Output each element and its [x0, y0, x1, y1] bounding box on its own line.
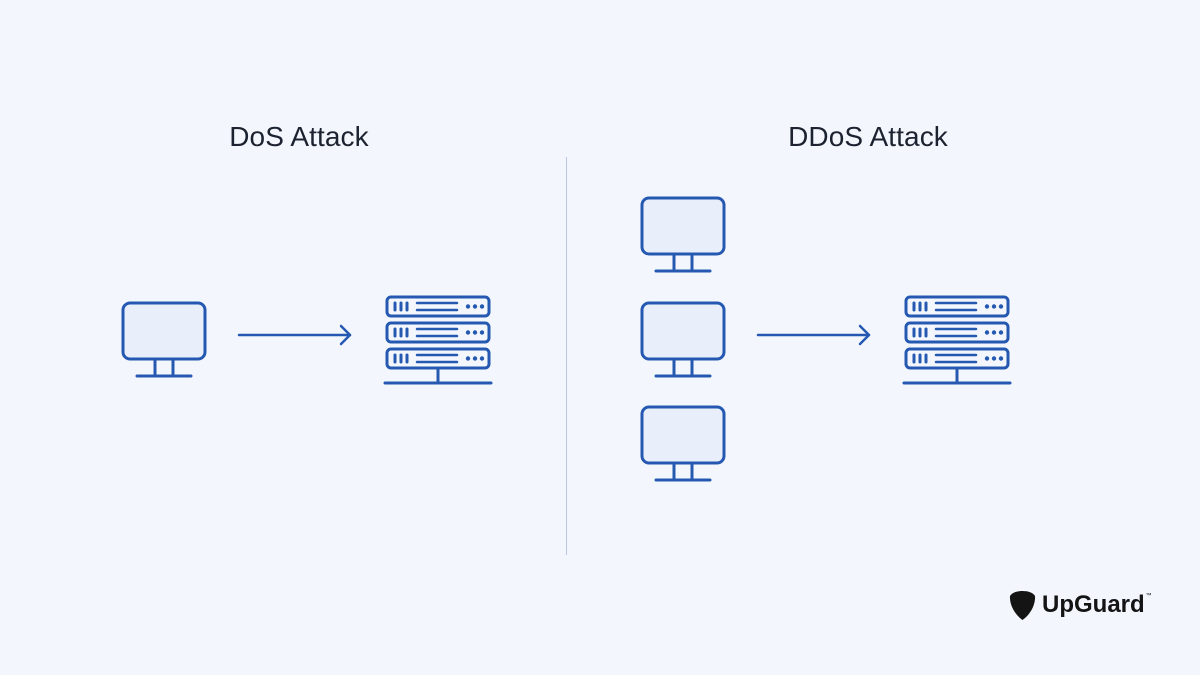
upguard-shield-logo-icon: [1009, 590, 1036, 620]
ddos-target-server-icon: [902, 295, 1012, 385]
ddos-arrow-icon: [756, 324, 871, 346]
dos-attacker-monitor-icon: [121, 301, 207, 378]
ddos-attacker-monitor-icon: [640, 301, 726, 378]
dos-title: DoS Attack: [229, 121, 369, 152]
upguard-wordmark: UpGuard: [1042, 591, 1145, 618]
dos-arrow-icon: [237, 324, 352, 346]
ddos-title: DDoS Attack: [788, 121, 948, 152]
ddos-attacker-monitor-icon: [640, 405, 726, 482]
ddos-attacker-monitor-icon: [640, 196, 726, 273]
section-divider: [566, 157, 567, 555]
dos-target-server-icon: [383, 295, 493, 385]
trademark-symbol: ™: [1145, 593, 1152, 599]
upguard-logo: UpGuard ™: [1009, 588, 1152, 622]
